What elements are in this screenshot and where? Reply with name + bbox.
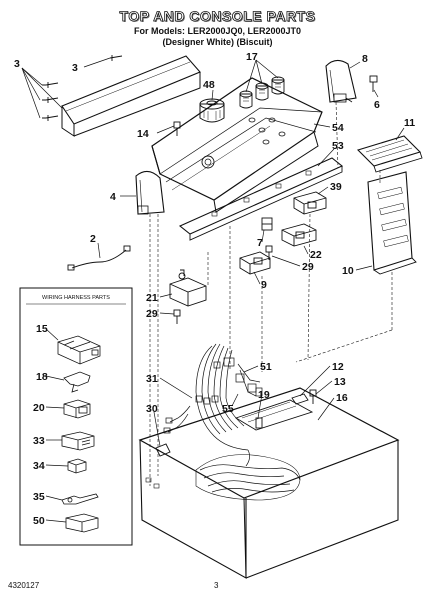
switch-7	[261, 217, 273, 231]
callout-17: 17	[246, 51, 258, 63]
harness-callout-15: 15	[36, 323, 48, 335]
harness-callout-18: 18	[36, 371, 48, 383]
screw-6	[369, 75, 378, 92]
callout-7: 7	[257, 237, 263, 249]
harness-callout-34: 34	[33, 460, 45, 472]
switch-9	[239, 251, 271, 275]
timer-21	[169, 269, 207, 307]
right-end-cap	[325, 59, 357, 103]
switch-39	[293, 191, 327, 215]
callout-16: 16	[336, 392, 348, 404]
dryer-top	[138, 387, 400, 579]
callout-54: 54	[332, 122, 344, 134]
callout-30: 30	[146, 403, 158, 415]
callout-9: 9	[261, 279, 267, 291]
callout-29-b: 29	[146, 308, 158, 320]
callout-8: 8	[362, 53, 368, 65]
callout-12: 12	[332, 361, 344, 373]
assembly-guides	[149, 101, 393, 486]
screw-3-top	[109, 55, 123, 61]
harness-part-35	[61, 493, 99, 505]
screw-14	[173, 121, 181, 136]
left-end-cap	[135, 170, 165, 215]
screw-3-a	[42, 82, 59, 88]
callout-39: 39	[330, 181, 342, 193]
callout-6: 6	[374, 99, 380, 111]
callout-29-a: 29	[302, 261, 314, 273]
callout-22: 22	[310, 249, 322, 261]
callout-3-b: 3	[14, 58, 20, 70]
harness-callout-50: 50	[33, 515, 45, 527]
rear-panel	[61, 55, 201, 137]
callout-3-a: 3	[72, 62, 78, 74]
switch-22	[281, 223, 317, 247]
part-12	[291, 393, 309, 405]
part-number: 4320127	[8, 581, 40, 590]
knob-17-c	[271, 76, 285, 95]
callout-51: 51	[260, 361, 272, 373]
callout-10: 10	[342, 265, 354, 277]
callout-11: 11	[404, 117, 415, 129]
harness-part-50	[65, 513, 99, 533]
callout-2: 2	[90, 233, 96, 245]
harness-part-18	[63, 371, 91, 393]
console-bracket	[178, 157, 344, 241]
callout-13: 13	[334, 376, 346, 388]
page-title: TOP AND CONSOLE PARTS	[119, 8, 316, 25]
harness-callout-20: 20	[33, 402, 45, 414]
callout-14: 14	[137, 128, 149, 140]
screw-3-b	[42, 97, 59, 103]
screw-13	[309, 389, 317, 404]
callout-21: 21	[146, 292, 158, 304]
lint-screen-cover	[356, 135, 423, 173]
screw-3-c	[42, 115, 59, 121]
harness-part-34	[67, 458, 87, 474]
harness-callout-33: 33	[33, 435, 45, 447]
part-30	[155, 443, 171, 457]
knob-17-a	[239, 90, 253, 109]
screw-29-left	[173, 309, 181, 324]
page-number: 3	[214, 581, 219, 590]
model-line: For Models: LER2000JQ0, LER2000JT0	[133, 26, 302, 36]
console-panel	[151, 77, 323, 213]
wire-2	[67, 245, 131, 271]
callout-31: 31	[146, 373, 158, 385]
color-line: (Designer White) (Biscuit)	[162, 37, 273, 47]
harness-callout-35: 35	[33, 491, 45, 503]
harness-box-title: WIRING HARNESS PARTS	[42, 295, 110, 301]
knob-17-b	[255, 82, 269, 101]
callout-53: 53	[332, 140, 344, 152]
harness-part-20	[63, 399, 91, 419]
wiring-harness	[163, 343, 301, 493]
callout-19: 19	[258, 389, 270, 401]
part-19	[255, 417, 263, 429]
wiring-harness-box: WIRING HARNESS PARTS	[19, 287, 133, 546]
callout-4: 4	[110, 191, 116, 203]
leader-lines	[21, 57, 405, 447]
screw-29-right	[265, 245, 273, 260]
lint-filter	[367, 171, 417, 275]
harness-part-33	[61, 431, 95, 451]
callout-48: 48	[203, 79, 215, 91]
callout-55: 55	[222, 403, 234, 415]
harness-part-15	[57, 335, 101, 365]
